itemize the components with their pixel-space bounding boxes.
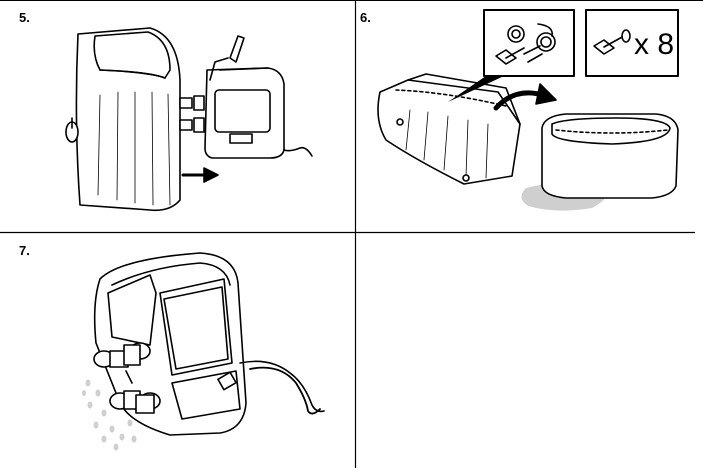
step-6-panel: 6. — [356, 0, 703, 232]
connector-plug-icon — [495, 23, 556, 65]
arrow-icon — [493, 83, 557, 111]
pump-unit-icon — [204, 35, 313, 159]
water-drop-icon — [82, 379, 137, 451]
connector-plug-icon — [93, 342, 161, 414]
quantity-label: x 8 — [634, 28, 674, 61]
step-6-illustration: x 8 — [377, 9, 679, 211]
arrow-icon — [181, 167, 219, 183]
empty-panel — [356, 233, 703, 468]
step-5-number: 5. — [19, 10, 30, 25]
connector-plug-icon — [593, 29, 631, 55]
step-5-panel: 5. — [0, 0, 355, 232]
spa-tub-icon — [541, 113, 679, 199]
step-7-number: 7. — [19, 243, 30, 258]
pump-unit-icon — [93, 252, 325, 436]
step-7-illustration — [82, 252, 325, 451]
connector-plug-icon — [179, 95, 205, 133]
power-cord-icon — [249, 366, 321, 415]
step-5-illustration — [65, 27, 313, 212]
step-7-panel: 7. — [0, 233, 355, 468]
step-6-number: 6. — [360, 10, 371, 25]
spa-tub-icon — [377, 73, 521, 185]
spa-tub-icon — [65, 27, 181, 212]
